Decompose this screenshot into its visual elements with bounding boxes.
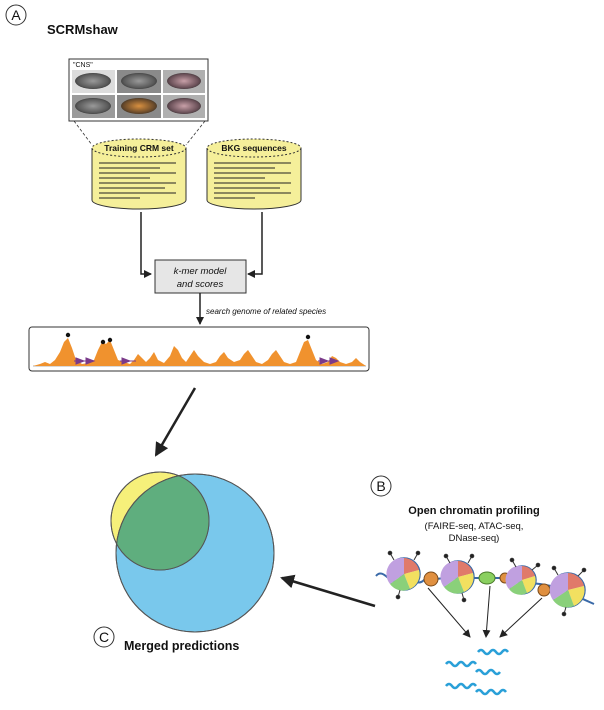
panel-c-title: Merged predictions	[124, 639, 239, 653]
nucleosome	[440, 560, 475, 594]
background-label: BKG sequences	[221, 143, 286, 153]
embryo-image	[75, 98, 111, 114]
embryo-image	[121, 98, 157, 114]
chromatin-to-venn-arrow	[280, 574, 376, 608]
panel-b-methods-2: DNase-seq)	[449, 533, 500, 544]
genome-track	[28, 326, 370, 372]
binding-factor	[537, 583, 551, 597]
training-crm-label: Training CRM set	[104, 143, 174, 153]
panel-a-badge: A	[5, 4, 27, 26]
panel-b-title: Open chromatin profiling	[408, 505, 539, 517]
panel-a: A SCRMshaw "CNS" Training CRM s	[5, 4, 370, 457]
panel-b-methods-1: (FAIRE-seq, ATAC-seq,	[425, 521, 524, 532]
image-grid-label: "CNS"	[73, 62, 93, 69]
binding-factor	[423, 571, 439, 587]
dna-fragments	[445, 648, 509, 696]
chromatin-fiber	[375, 550, 595, 617]
embryo-image	[75, 73, 111, 89]
accessibility-peaks	[33, 338, 366, 366]
embryo-image	[167, 73, 201, 89]
background-database: BKG sequences	[206, 138, 302, 210]
panel-c: C Merged predictions	[93, 626, 239, 653]
panel-b-letter: B	[376, 478, 385, 494]
nucleosome	[549, 572, 586, 608]
nucleosome	[386, 557, 421, 591]
embryo-image	[121, 73, 157, 89]
panel-b: B Open chromatin profiling (FAIRE-seq, A…	[370, 475, 595, 696]
embryo-image-grid: "CNS"	[68, 58, 209, 122]
model-line-1: k-mer model	[174, 266, 228, 277]
embryo-image	[167, 98, 201, 114]
nucleosome	[505, 565, 537, 595]
training-to-model-arrow	[140, 212, 152, 278]
panel-a-title: SCRMshaw	[47, 22, 119, 37]
background-to-model-arrow	[247, 212, 263, 278]
panel-a-letter: A	[11, 7, 21, 23]
track-to-venn-arrow	[154, 387, 197, 457]
venn-diagram	[110, 471, 275, 633]
model-line-2: and scores	[177, 279, 224, 290]
panel-c-letter: C	[99, 629, 109, 645]
fragment-arrows	[427, 585, 543, 638]
training-crm-database: Training CRM set	[91, 138, 187, 210]
kmer-model-box: k-mer model and scores	[154, 259, 247, 294]
search-label: search genome of related species	[206, 307, 326, 316]
binding-factor	[478, 571, 496, 585]
